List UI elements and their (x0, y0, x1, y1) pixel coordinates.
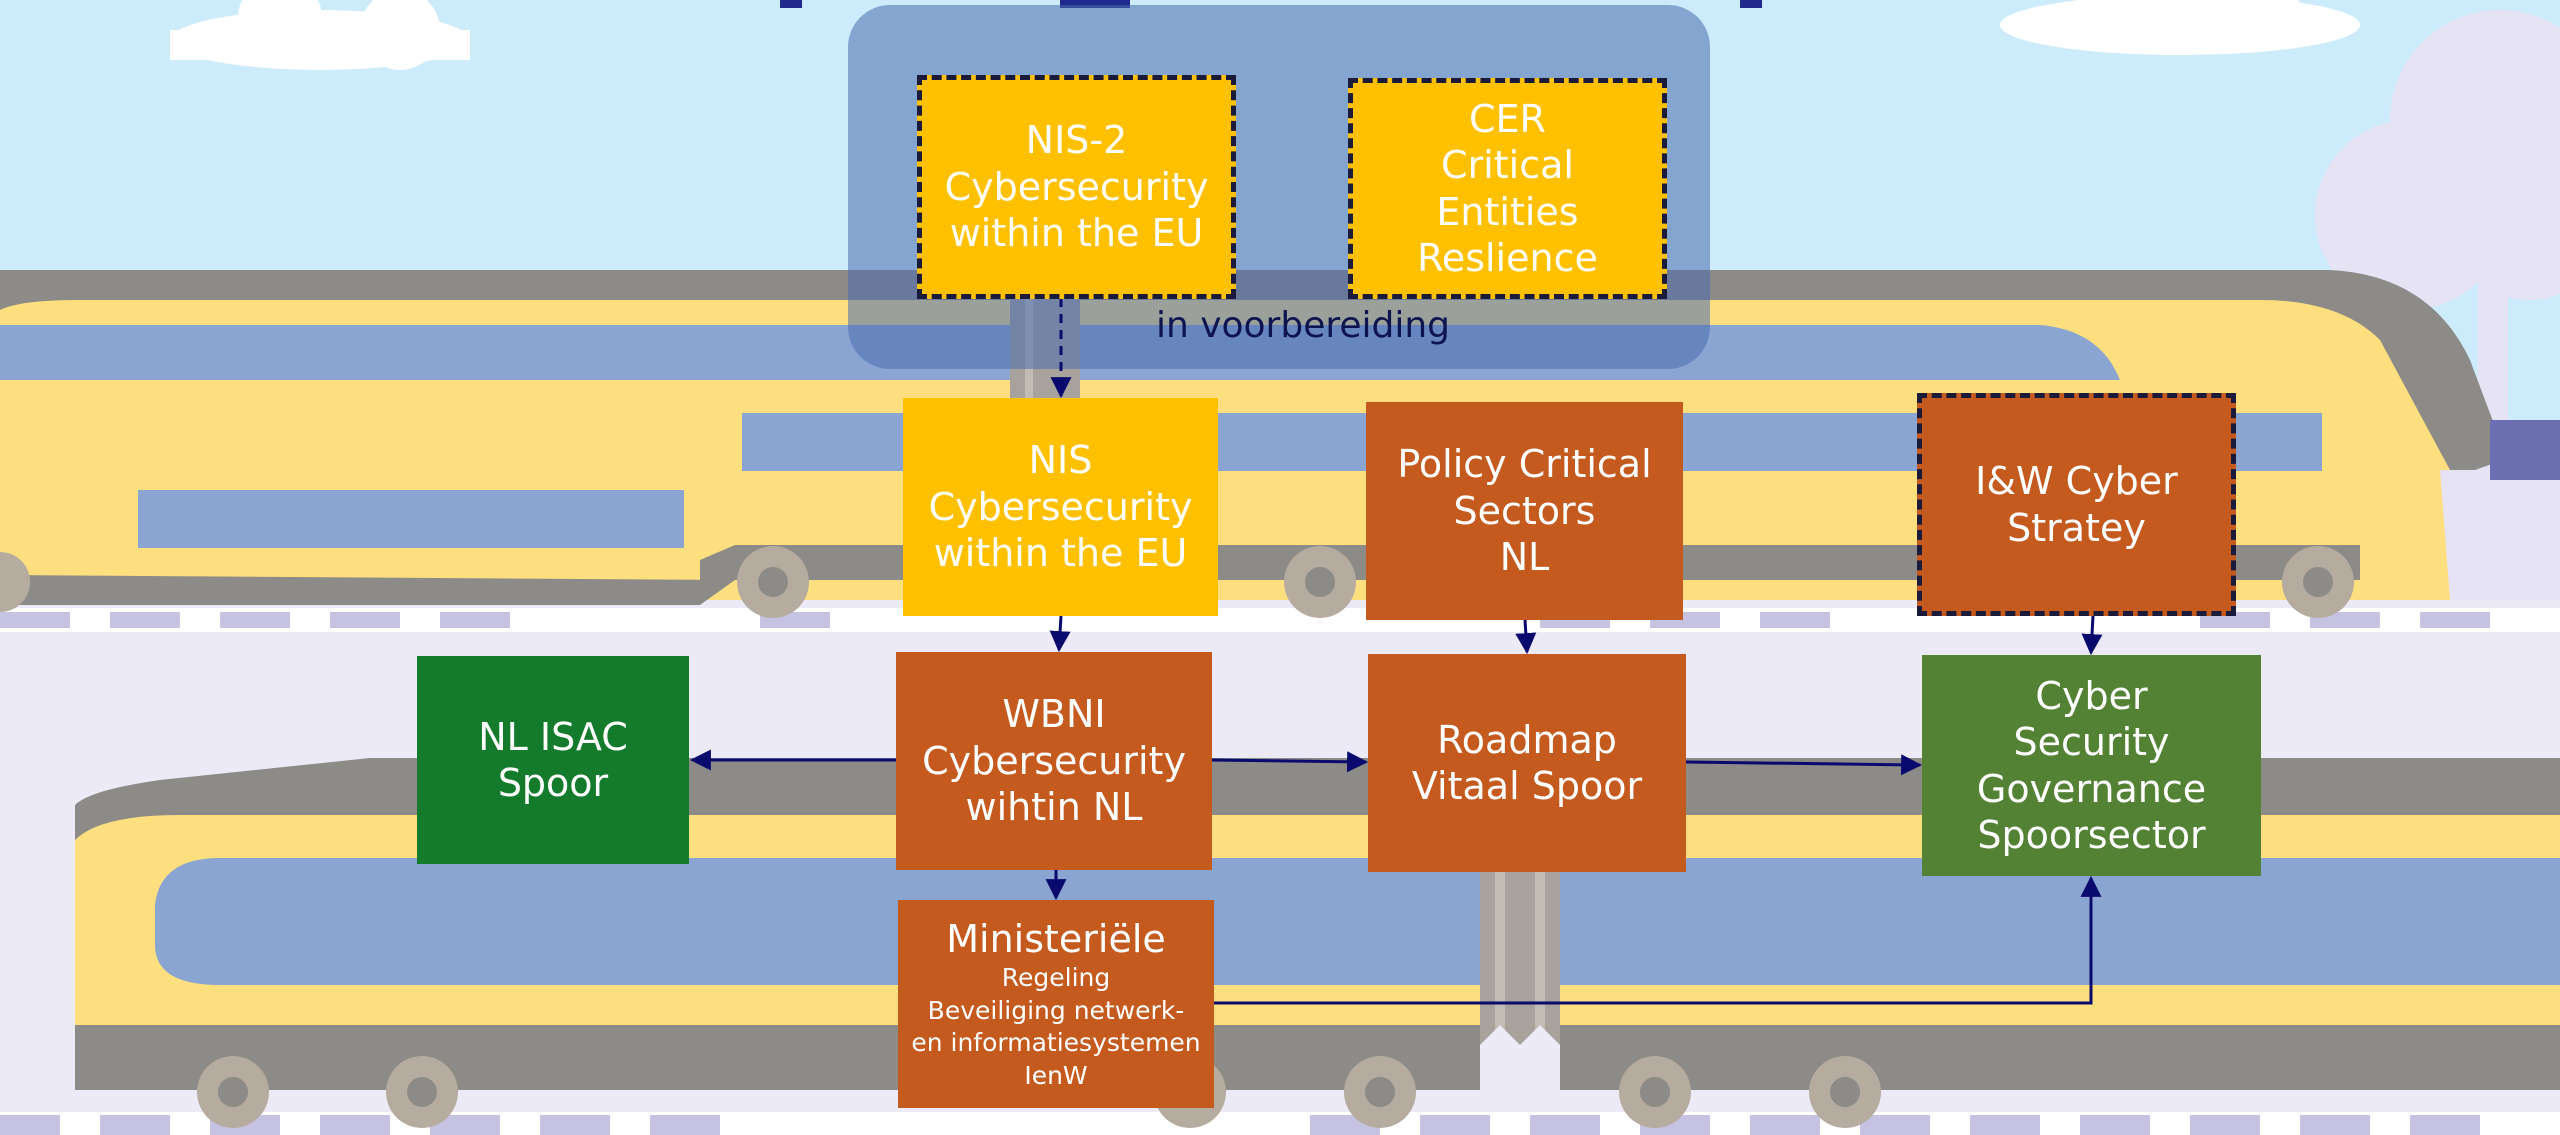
ministeriele-regeling-box: Ministeriële Regeling Beveiliging netwer… (898, 900, 1214, 1108)
ministeriele-line-1: Regeling (1001, 963, 1111, 993)
roadmap-vitaal-spoor-box: Roadmap Vitaal Spoor (1368, 654, 1686, 872)
nis-line-2: Cybersecurity (928, 484, 1193, 529)
arrow-nis-to-wbni (1049, 615, 1071, 653)
arrow-wbni-to-roadmap (1211, 751, 1369, 773)
cloud-icon (2000, 0, 2360, 55)
wbni-line-3: wihtin NL (965, 785, 1143, 830)
tree-icon (2315, 10, 2560, 430)
train-icon (0, 270, 2560, 618)
in-voorbereiding-label: in voorbereiding (1155, 305, 1451, 346)
nis-box: NIS Cybersecurity within the EU (903, 398, 1218, 616)
cer-line-1: CER (1469, 96, 1546, 141)
cyber-line-1: Cyber (2035, 673, 2148, 718)
ministeriele-line-2: Beveiliging netwerk- (927, 995, 1185, 1025)
cer-line-4: Reslience (1417, 235, 1598, 280)
roadmap-line-2: Vitaal Spoor (1411, 764, 1643, 808)
iw-cyber-strategy-box: I&W Cyber Stratey (1917, 393, 2236, 616)
iw-line-1: I&W Cyber (1975, 459, 2178, 504)
nis2-line-3: within the EU (949, 211, 1204, 256)
cloud-icon (170, 0, 470, 70)
policy-line-3: NL (1499, 535, 1550, 580)
nis2-line-2: Cybersecurity (944, 164, 1209, 209)
cer-line-2: Critical (1441, 143, 1574, 188)
policy-line-1: Policy Critical (1397, 442, 1652, 487)
cyber-line-4: Spoorsector (1977, 812, 2206, 857)
policy-line-2: Sectors (1453, 488, 1596, 533)
nl-isac-spoor-box: NL ISAC Spoor (417, 656, 689, 864)
ministeriele-title: Ministeriële (946, 916, 1166, 961)
nis2-line-1: NIS-2 (1025, 118, 1128, 163)
nlisac-line-1: NL ISAC (478, 714, 628, 759)
nis2-box: NIS-2 Cybersecurity within the EU (917, 75, 1236, 299)
wbni-box: WBNI Cybersecurity wihtin NL (896, 652, 1212, 870)
arrow-iw-to-cyber (2081, 615, 2103, 656)
cyber-security-governance-box: Cyber Security Governance Spoorsector (1922, 655, 2261, 876)
roadmap-line-1: Roadmap (1437, 717, 1617, 762)
wbni-line-1: WBNI (1002, 692, 1106, 737)
cyber-line-2: Security (2013, 720, 2170, 765)
nlisac-line-2: Spoor (497, 761, 609, 805)
ministeriele-line-4: IenW (1024, 1060, 1088, 1090)
ministeriele-line-3: en informatiesystemen (911, 1028, 1201, 1058)
nis-line-3: within the EU (933, 531, 1188, 576)
policy-critical-sectors-box: Policy Critical Sectors NL (1366, 402, 1683, 620)
nis-line-1: NIS (1028, 438, 1093, 483)
connectors (689, 298, 2103, 1005)
cer-box: CER Critical Entities Reslience (1348, 78, 1667, 299)
cyber-line-3: Governance (1976, 766, 2207, 811)
wbni-line-2: Cybersecurity (922, 738, 1186, 783)
arrow-ministeriele-to-cyber (1214, 875, 2102, 1005)
arrow-roadmap-to-cyber (1685, 754, 1923, 776)
iw-line-2: Stratey (2007, 505, 2146, 550)
arrow-policy-to-roadmap (1515, 619, 1537, 655)
cer-line-3: Entities (1436, 189, 1579, 234)
